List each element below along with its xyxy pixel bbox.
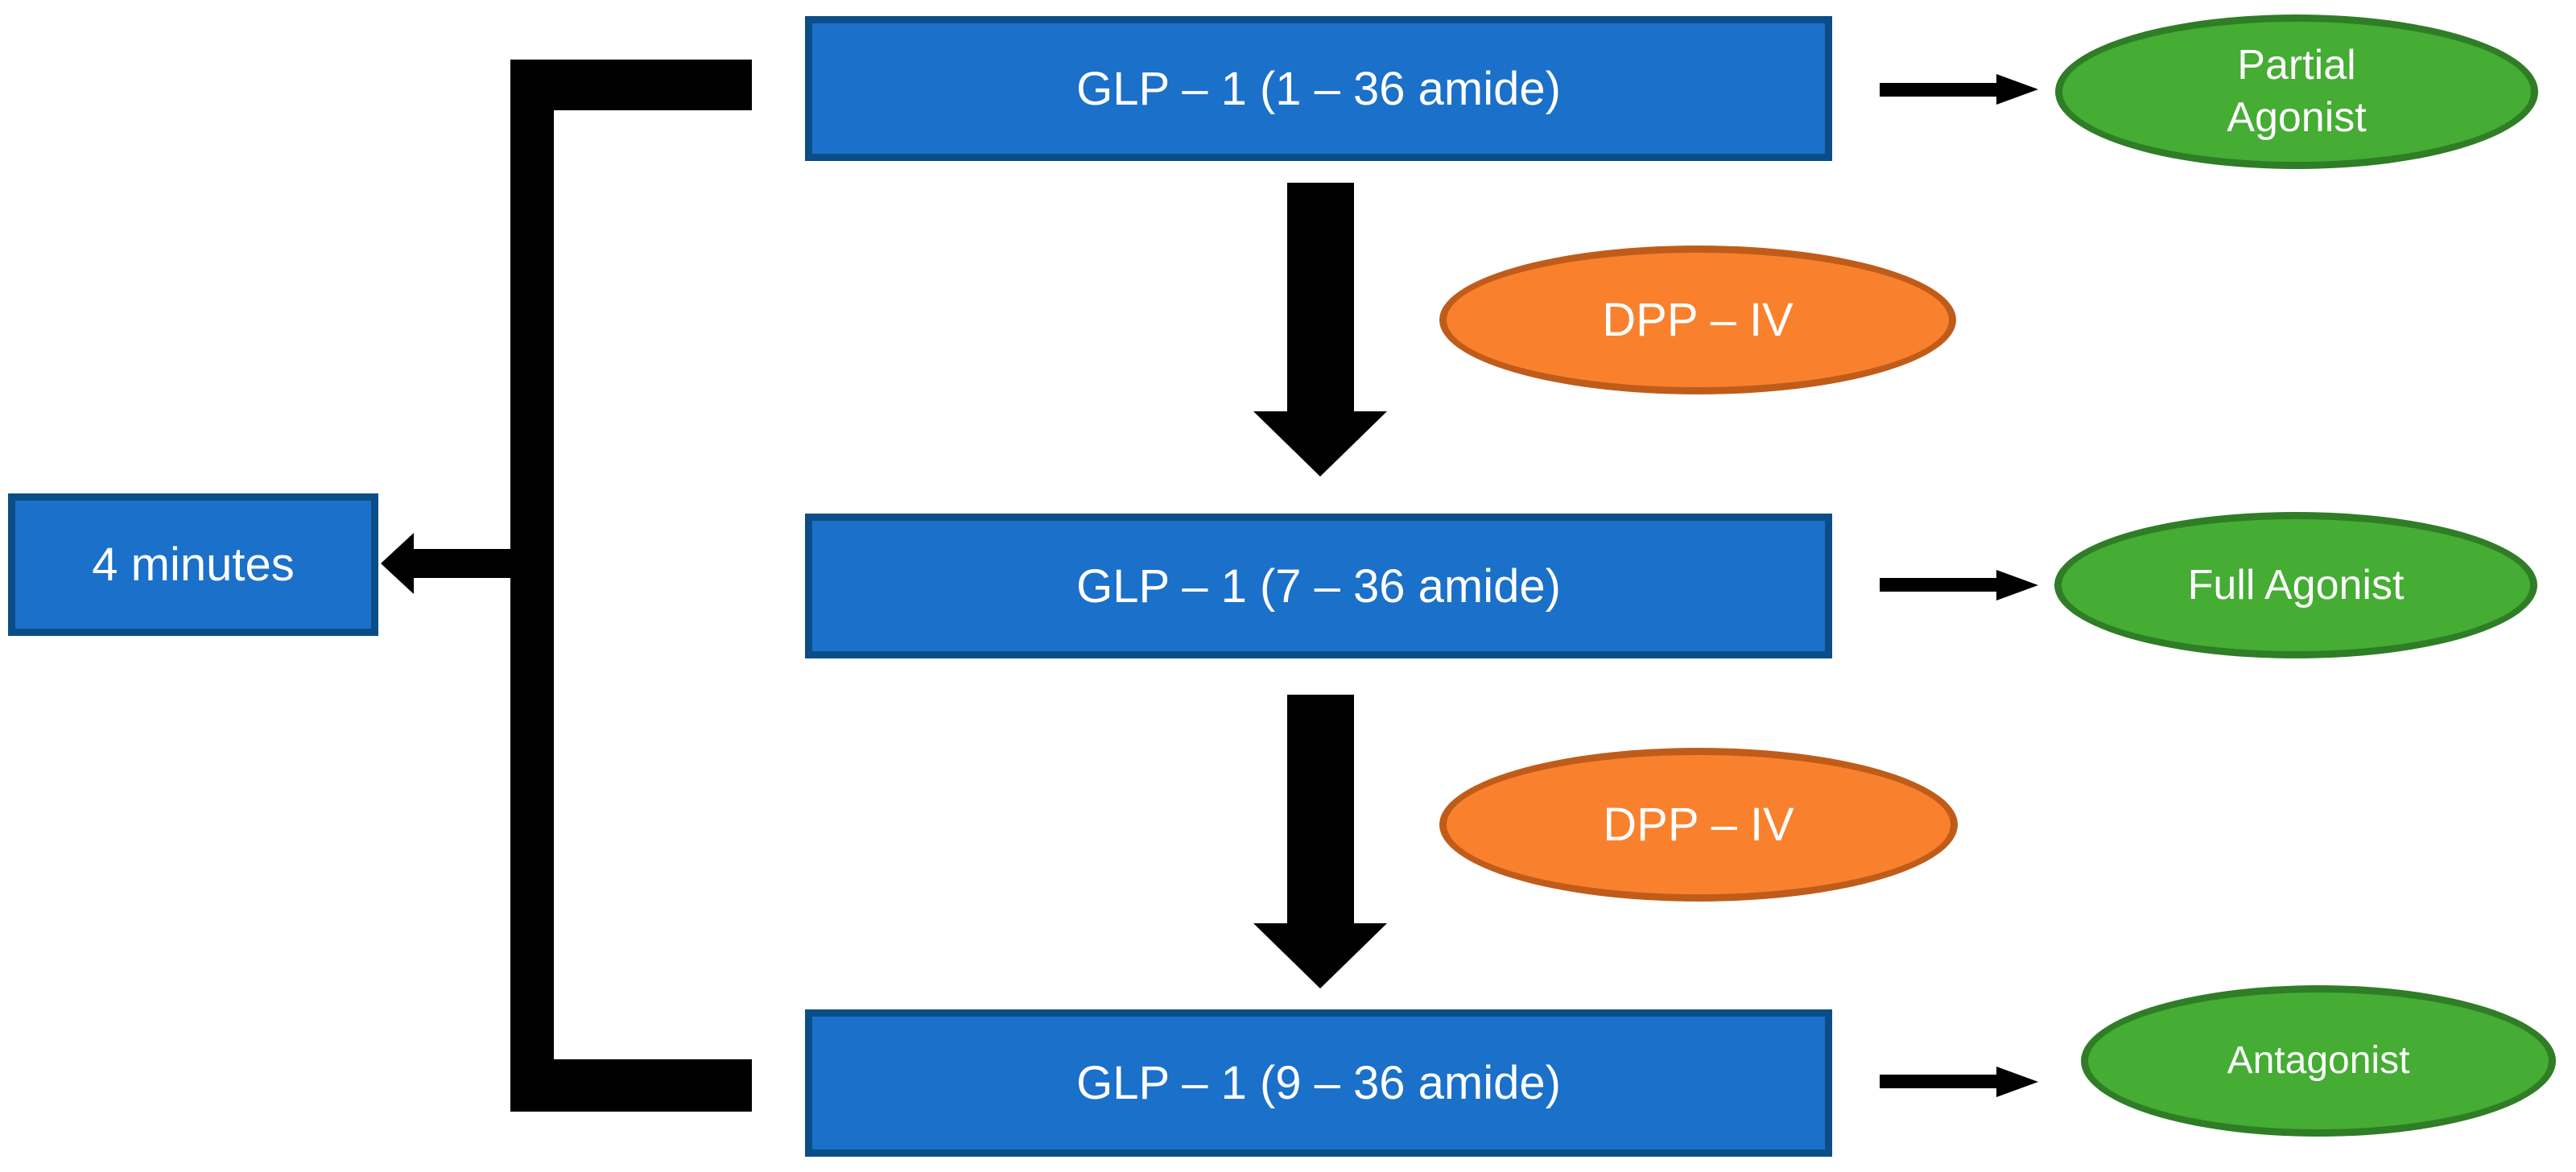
arrow-to-4-minutes-head-icon bbox=[381, 533, 414, 594]
ellipse-antagonist: Antagonist bbox=[2081, 985, 2556, 1137]
arrow-down-2-shaft bbox=[1287, 695, 1354, 923]
box-glp1-9-36-label: GLP – 1 (9 – 36 amide) bbox=[1076, 1057, 1561, 1109]
arrow-to-4-minutes-shaft bbox=[414, 549, 515, 578]
box-four-minutes-label: 4 minutes bbox=[92, 539, 295, 591]
arrow-down-2-head-icon bbox=[1253, 923, 1387, 988]
box-glp1-9-36: GLP – 1 (9 – 36 amide) bbox=[805, 1009, 1832, 1157]
arrow-down-1-head-icon bbox=[1253, 411, 1387, 477]
arrow-glp1-7-36-to-full-agonist-shaft bbox=[1880, 578, 1996, 592]
arrow-glp1-1-36-to-partial-agonist-shaft bbox=[1880, 83, 1996, 97]
ellipse-antagonist-label: Antagonist bbox=[2227, 1039, 2410, 1082]
ellipse-dpp-iv-2: DPP – IV bbox=[1439, 748, 1958, 902]
arrow-glp1-7-36-to-full-agonist-head-icon bbox=[1996, 570, 2038, 600]
ellipse-partial-agonist: Partial Agonist bbox=[2055, 14, 2538, 169]
ellipse-partial-agonist-label: Partial Agonist bbox=[2227, 42, 2367, 141]
arrow-glp1-1-36-to-partial-agonist-head-icon bbox=[1996, 74, 2038, 105]
ellipse-full-agonist-label: Full Agonist bbox=[2187, 561, 2405, 609]
bracket-bottom-arm bbox=[510, 1059, 752, 1112]
box-glp1-1-36: GLP – 1 (1 – 36 amide) bbox=[805, 16, 1832, 161]
bracket-vertical-bar bbox=[510, 60, 554, 1112]
ellipse-full-agonist: Full Agonist bbox=[2054, 512, 2537, 658]
box-glp1-7-36-label: GLP – 1 (7 – 36 amide) bbox=[1076, 559, 1561, 613]
bracket-top-arm bbox=[510, 60, 752, 110]
arrow-down-1-shaft bbox=[1287, 183, 1354, 411]
ellipse-dpp-iv-1-label: DPP – IV bbox=[1602, 294, 1794, 346]
box-glp1-1-36-label: GLP – 1 (1 – 36 amide) bbox=[1076, 62, 1561, 115]
ellipse-dpp-iv-2-label: DPP – IV bbox=[1603, 799, 1794, 851]
arrow-glp1-9-36-to-antagonist-shaft bbox=[1880, 1075, 1996, 1088]
ellipse-dpp-iv-1: DPP – IV bbox=[1439, 246, 1956, 394]
arrow-glp1-9-36-to-antagonist-head-icon bbox=[1996, 1067, 2038, 1097]
box-glp1-7-36: GLP – 1 (7 – 36 amide) bbox=[805, 514, 1832, 658]
box-four-minutes: 4 minutes bbox=[8, 493, 378, 636]
